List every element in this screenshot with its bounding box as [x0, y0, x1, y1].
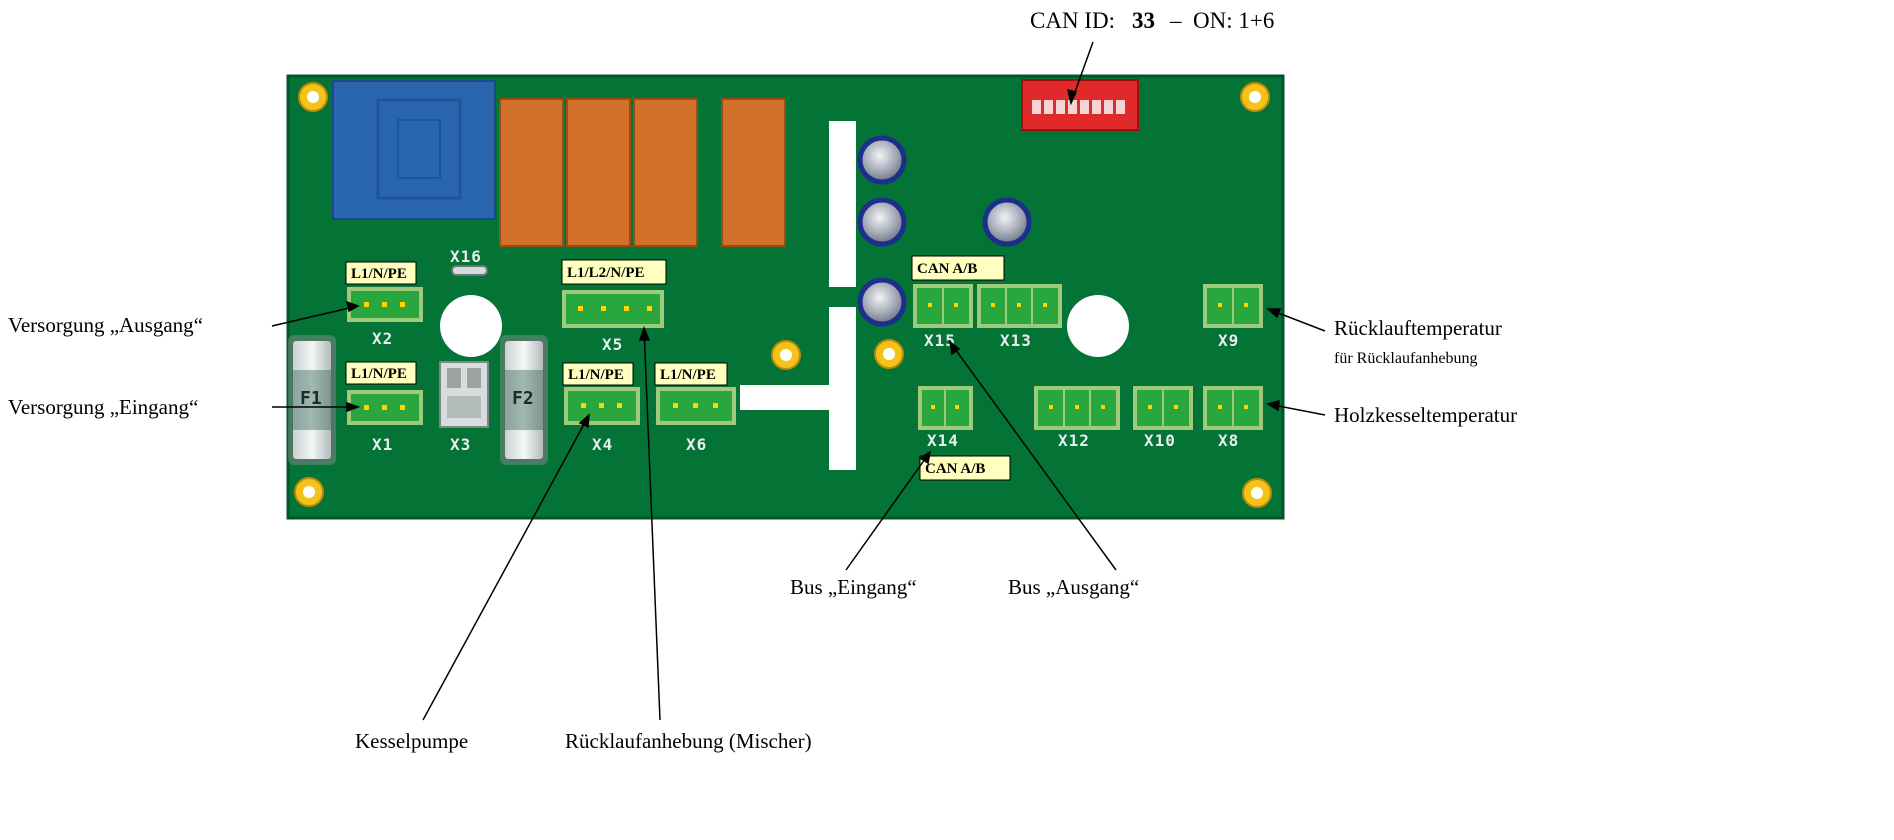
- transformer: [332, 80, 496, 220]
- callout-ruecklauftemperatur-sub: für Rücklaufanhebung: [1334, 350, 1478, 367]
- pad-right: [1067, 295, 1129, 357]
- tag-x14: CAN A/B: [919, 455, 1011, 481]
- fuse-f2: F2: [500, 335, 548, 465]
- callout-bus-eingang: Bus „Eingang“: [790, 575, 917, 599]
- tag-x2: L1/N/PE: [345, 261, 417, 285]
- svg-text:L1/N/PE: L1/N/PE: [568, 367, 624, 383]
- connector-x8: X8: [1203, 386, 1263, 450]
- tag-x6: L1/N/PE: [654, 362, 728, 386]
- connector-x1: X1: [347, 390, 423, 454]
- connector-x5: X5: [562, 290, 664, 354]
- svg-text:L1/N/PE: L1/N/PE: [660, 367, 716, 383]
- connector-x14: X14: [918, 386, 973, 450]
- x3-connector: X3: [439, 361, 489, 454]
- callout-ruecklaufanhebung: Rücklaufanhebung (Mischer): [565, 729, 812, 753]
- svg-text:33: 33: [1132, 8, 1155, 33]
- x14-silk-label: X14: [927, 431, 959, 450]
- svg-text:–: –: [1169, 8, 1182, 33]
- x8-silk-label: X8: [1218, 431, 1239, 450]
- connector-x4: X4: [564, 387, 640, 454]
- callout-kesselpumpe: Kesselpumpe: [355, 729, 468, 753]
- svg-text:CAN A/B: CAN A/B: [917, 261, 977, 277]
- svg-text:L1/N/PE: L1/N/PE: [351, 366, 407, 382]
- connector-x10: X10: [1133, 386, 1193, 450]
- x5-silk-label: X5: [602, 335, 623, 354]
- x13-silk-label: X13: [1000, 331, 1032, 350]
- connector-x2: X2: [347, 287, 423, 348]
- tag-x1: L1/N/PE: [345, 361, 417, 385]
- leader-lines: [271, 41, 1326, 721]
- connector-x12: X12: [1034, 386, 1120, 450]
- isolation-slots: [740, 121, 856, 470]
- connector-x6: X6: [656, 387, 736, 454]
- x12-silk-label: X12: [1058, 431, 1090, 450]
- x16-jumper: X16: [450, 247, 488, 276]
- fuse-f1-label: F1: [300, 388, 322, 409]
- callout-holzkesseltemperatur: Holzkesseltemperatur: [1334, 403, 1517, 427]
- x1-silk-label: X1: [372, 435, 393, 454]
- fuse-f2-label: F2: [512, 388, 534, 409]
- x10-silk-label: X10: [1144, 431, 1176, 450]
- x2-silk-label: X2: [372, 329, 393, 348]
- fuse-f1: F1: [288, 335, 336, 465]
- dip-switch: [1021, 79, 1139, 131]
- callout-versorgung-eingang: Versorgung „Eingang“: [8, 395, 198, 419]
- x9-silk-label: X9: [1218, 331, 1239, 350]
- tag-x5: L1/L2/N/PE: [561, 259, 667, 285]
- connector-x13: X13: [977, 284, 1062, 350]
- connector-x9: X9: [1203, 284, 1263, 350]
- x16-silk-label: X16: [450, 247, 482, 266]
- x15-silk-label: X15: [924, 331, 956, 350]
- callout-ruecklauftemperatur: Rücklauftemperatur: [1334, 316, 1502, 340]
- tag-x4: L1/N/PE: [562, 362, 634, 386]
- capacitors: [857, 135, 1032, 327]
- connector-x15: X15: [913, 284, 973, 350]
- callout-versorgung-ausgang: Versorgung „Ausgang“: [8, 313, 203, 337]
- svg-text:ON: 1+6: ON: 1+6: [1193, 8, 1274, 33]
- tag-x15: CAN A/B: [911, 255, 1005, 281]
- svg-text:L1/N/PE: L1/N/PE: [351, 266, 407, 282]
- svg-text:CAN ID:: CAN ID:: [1030, 8, 1115, 33]
- relays: [499, 98, 786, 247]
- svg-text:L1/L2/N/PE: L1/L2/N/PE: [567, 265, 645, 281]
- x6-silk-label: X6: [686, 435, 707, 454]
- can-id-caption: CAN ID: 33 – ON: 1+6: [1030, 8, 1274, 33]
- pad-left: [440, 295, 502, 357]
- x4-silk-label: X4: [592, 435, 613, 454]
- svg-text:CAN A/B: CAN A/B: [925, 461, 985, 477]
- mounting-holes: [294, 82, 1272, 508]
- callout-bus-ausgang: Bus „Ausgang“: [1008, 575, 1139, 599]
- x3-silk-label: X3: [450, 435, 471, 454]
